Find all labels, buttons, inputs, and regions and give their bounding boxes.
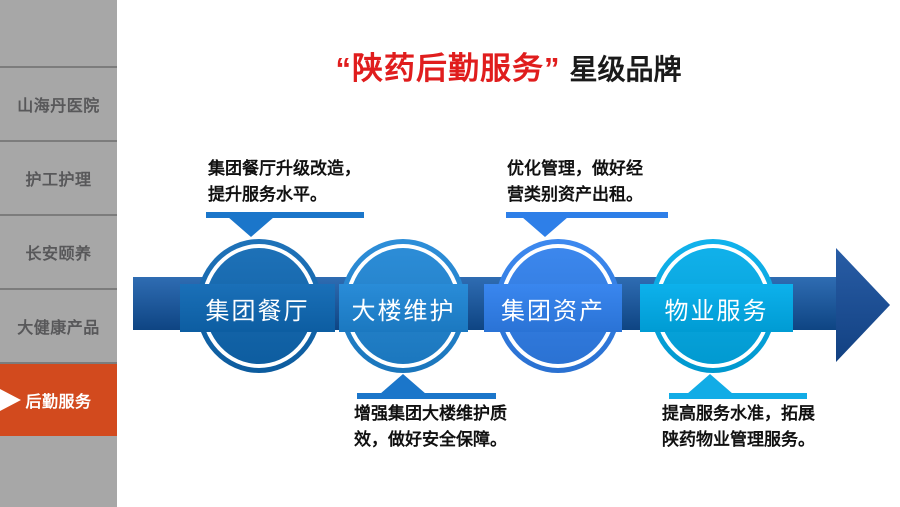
- sidebar-item-label: 护工护理: [25, 172, 92, 189]
- callout-pointer-down-icon: [522, 217, 568, 237]
- step-label: 集团餐厅: [205, 297, 310, 325]
- sidebar-item-label: 大健康产品: [17, 320, 100, 337]
- title-quoted-text: “陕药后勤服务”: [335, 51, 561, 87]
- sidebar-item-logistics-services[interactable]: 后勤服务: [0, 362, 117, 436]
- active-pointer-icon: [0, 389, 21, 411]
- step-stripe: [180, 284, 335, 332]
- sidebar-item-label: 山海丹医院: [17, 98, 100, 115]
- sidebar-item-label: 长安颐养: [25, 246, 92, 263]
- callout-bar: [506, 212, 668, 218]
- sidebar-item-health-products[interactable]: 大健康产品: [0, 288, 117, 362]
- callout-text: 增强集团大楼维护质 效，做好安全保障。: [354, 404, 507, 449]
- callout-text: 集团餐厅升级改造， 提升服务水平。: [208, 159, 361, 204]
- callout-bar: [669, 393, 807, 399]
- page-title: “陕药后勤服务”星级品牌: [117, 43, 900, 88]
- callout-bar: [206, 212, 364, 218]
- callout-text: 优化管理，做好经 营类别资产出租。: [507, 159, 643, 204]
- step-label: 集团资产: [501, 297, 605, 325]
- sidebar-spacer: [0, 0, 117, 66]
- sidebar: 山海丹医院 护工护理 长安颐养 大健康产品 后勤服务: [0, 0, 117, 507]
- step-stripe: [339, 284, 468, 332]
- sidebar-item-shanhaidan-hospital[interactable]: 山海丹医院: [0, 66, 117, 140]
- step-stripe: [640, 284, 793, 332]
- callout-text: 提高服务水准，拓展 陕药物业管理服务。: [662, 404, 815, 449]
- step-stripe: [484, 284, 622, 332]
- sidebar-item-label: 后勤服务: [25, 394, 92, 411]
- callout-pointer-down-icon: [228, 217, 274, 237]
- arrow-head-icon: [836, 248, 890, 362]
- callout-bar: [357, 393, 496, 399]
- callout-pointer-up-icon: [687, 374, 733, 394]
- title-rest-text: 星级品牌: [569, 54, 682, 86]
- step-label: 物业服务: [664, 297, 769, 325]
- step-label: 大楼维护: [351, 297, 456, 325]
- sidebar-item-caregiver-nursing[interactable]: 护工护理: [0, 140, 117, 214]
- callout-pointer-up-icon: [380, 374, 426, 394]
- sidebar-item-changan-care[interactable]: 长安颐养: [0, 214, 117, 288]
